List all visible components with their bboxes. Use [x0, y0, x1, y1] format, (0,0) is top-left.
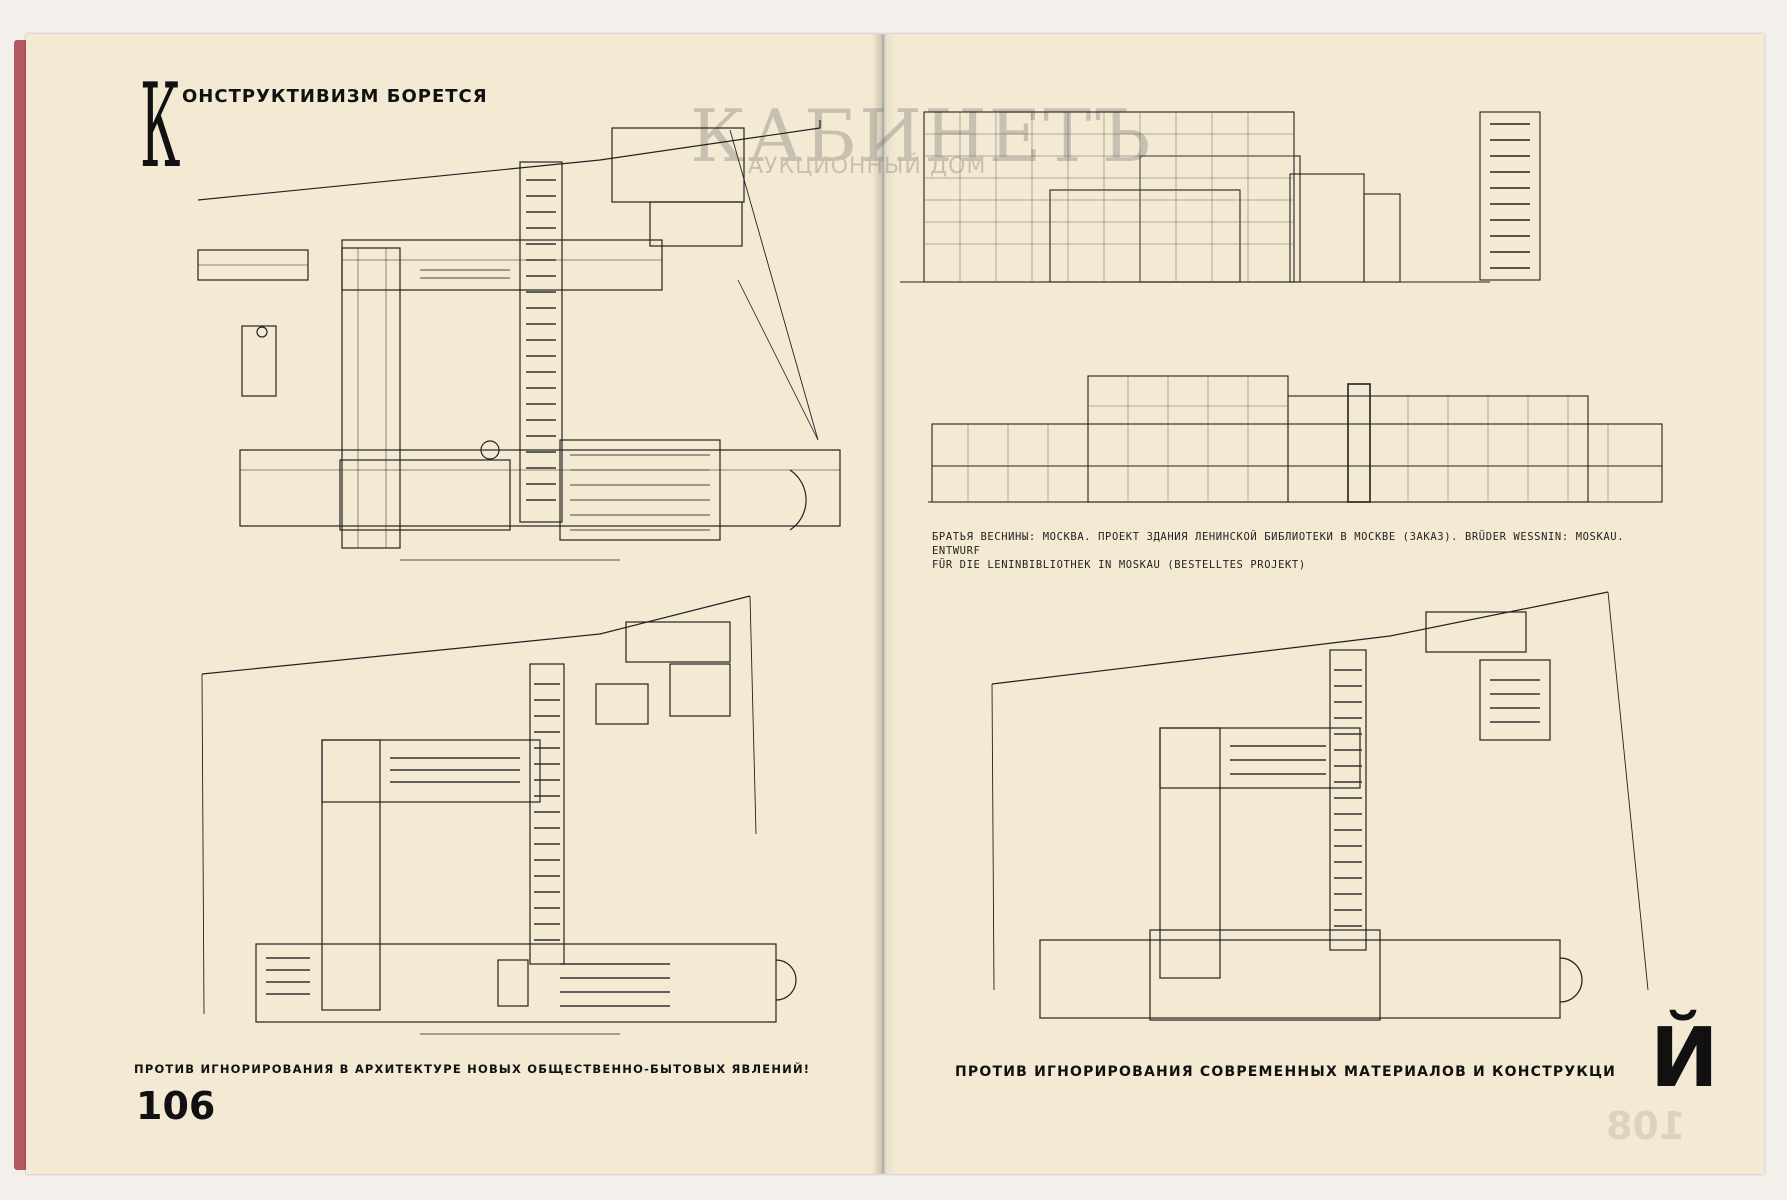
left-page-slogan: ПРОТИВ ИГНОРИРОВАНИЯ В АРХИТЕКТУРЕ НОВЫХ…	[134, 1062, 811, 1076]
caption-line-2: FÜR DIE LENINBIBLIOTHEK IN MOSKAU (BESTE…	[932, 559, 1306, 571]
right-page	[884, 34, 1764, 1174]
page-gutter	[872, 34, 896, 1174]
slogan-final-letter: Й	[1650, 1011, 1719, 1106]
elevation-drawing-top	[900, 111, 1541, 283]
floor-plan-bottom-left	[201, 595, 797, 1035]
title-text: ОНСТРУКТИВИЗМ БОРЕТСЯ	[182, 85, 488, 107]
elevation-drawing-middle	[928, 375, 1663, 503]
ghost-page-number: 108	[1606, 1104, 1686, 1148]
left-page	[26, 34, 882, 1174]
page-number: 106	[136, 1084, 216, 1128]
title-initial: К	[140, 59, 181, 194]
right-page-slogan: ПРОТИВ ИГНОРИРОВАНИЯ СОВРЕМЕННЫХ МАТЕРИА…	[955, 1064, 1617, 1080]
floor-plan-top-left	[197, 120, 841, 561]
figure-caption: БРАТЬЯ ВЕСНИНЫ: МОСКВА. ПРОЕКТ ЗДАНИЯ ЛЕ…	[932, 530, 1672, 572]
page-title: К ОНСТРУКТИВИЗМ БОРЕТСЯ	[140, 59, 488, 194]
caption-line-1: БРАТЬЯ ВЕСНИНЫ: МОСКВА. ПРОЕКТ ЗДАНИЯ ЛЕ…	[932, 531, 1625, 557]
magazine-cover-edge	[14, 40, 28, 1170]
floor-plan-bottom-right	[991, 591, 1649, 1021]
